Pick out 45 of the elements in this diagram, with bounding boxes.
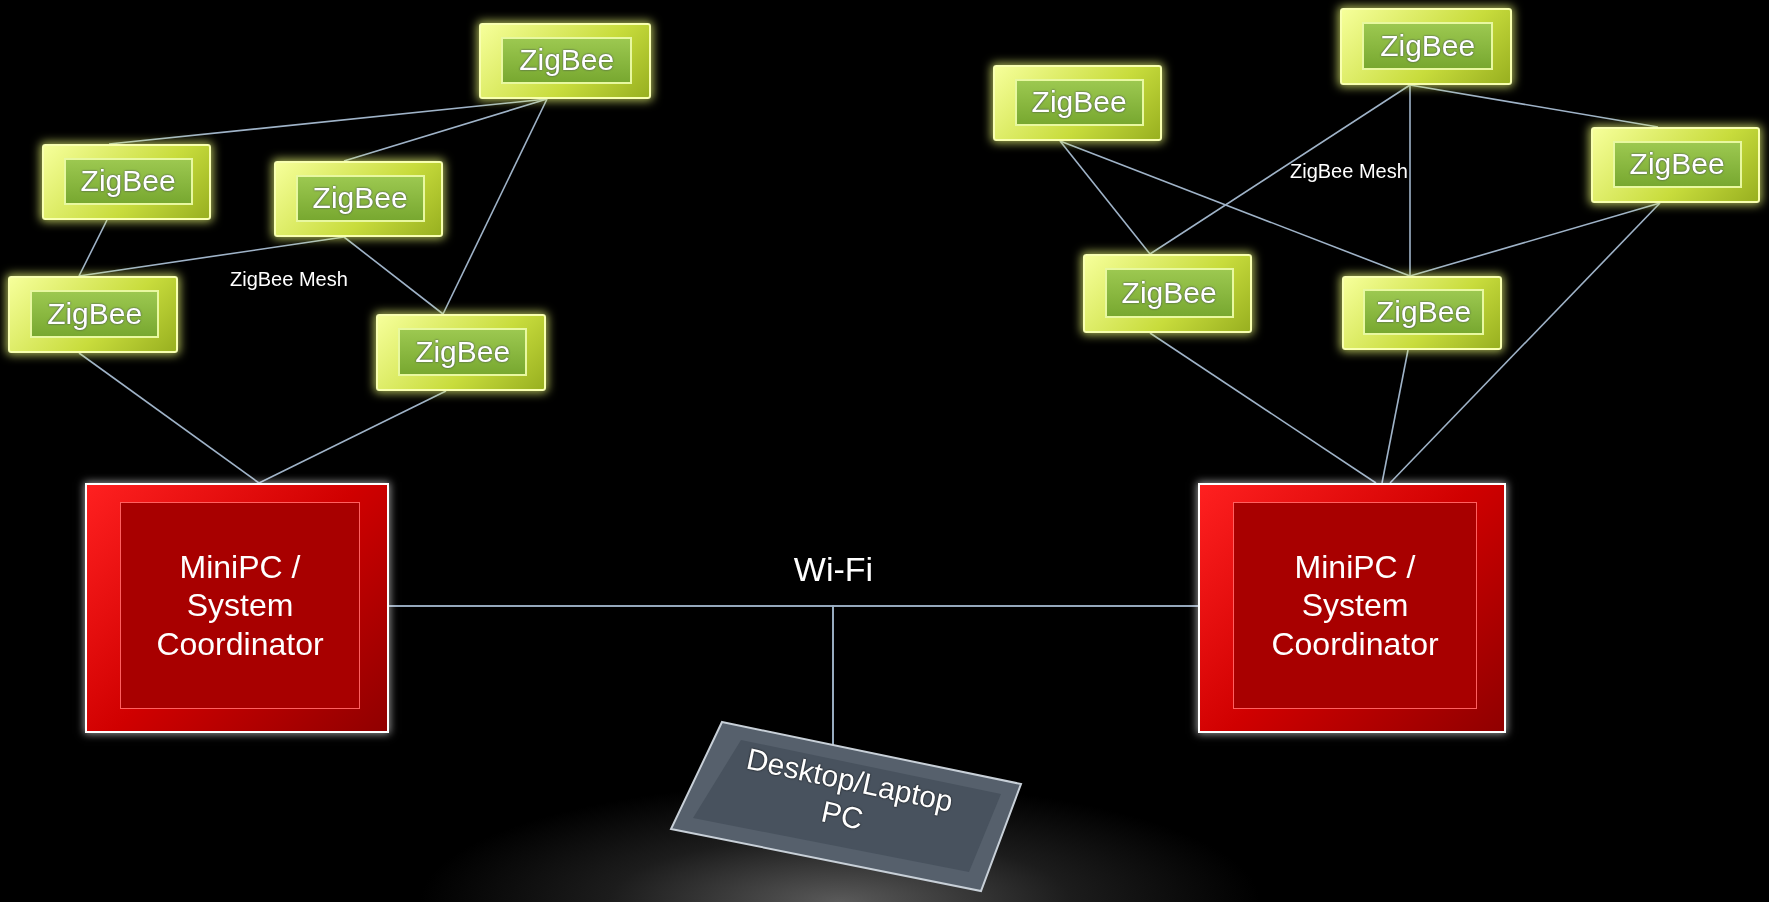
connector-line [442,98,548,315]
connector-line [1389,202,1661,484]
zigbee-device-block [8,276,178,353]
device-label: ZigBee [63,157,193,206]
connector-line [1381,349,1409,484]
device-label: ZigBee [29,289,160,338]
connector-line [1059,140,1411,277]
edge-label: Wi-Fi [792,550,875,589]
node-label: MiniPC / System Coordinator [120,502,360,709]
mesh-label: ZigBee Mesh [230,268,348,291]
coordinator-block [1198,483,1506,733]
zigbee-device-block [479,23,651,99]
connector-line [1149,84,1411,255]
node-label: MiniPC / System Coordinator [1233,502,1477,709]
zigbee-device-block [1342,276,1502,350]
connector-line [343,236,444,315]
connector-line [78,352,260,484]
connector-line [258,390,447,484]
zigbee-device-block [274,161,443,237]
device-label: ZigBee [1362,21,1494,70]
connector-line [1409,202,1661,277]
connector-line [78,219,108,277]
device-label: ZigBee [1104,268,1234,318]
zigbee-device-block [1340,8,1512,85]
device-label: ZigBee [397,327,528,376]
connector-line [1059,140,1151,255]
connector-line [1409,84,1659,128]
computer-block [671,722,1021,891]
zigbee-device-block [1083,254,1252,333]
mesh-label: ZigBee Mesh [1290,160,1408,183]
device-label: ZigBee [295,174,425,223]
device-label: ZigBee [1612,140,1742,189]
connector-line [78,236,345,277]
connector-line [343,98,548,162]
zigbee-device-block [42,144,211,220]
zigbee-device-block [1591,127,1760,203]
device-label: ZigBee [501,36,633,85]
device-label: ZigBee [1362,289,1485,336]
connector-line [832,605,1199,746]
connector-line [1149,332,1377,484]
connector-line [1409,84,1411,277]
device-label: ZigBee [1014,78,1144,127]
zigbee-device-block [376,314,546,391]
coordinator-block [85,483,389,733]
zigbee-device-block [993,65,1162,141]
